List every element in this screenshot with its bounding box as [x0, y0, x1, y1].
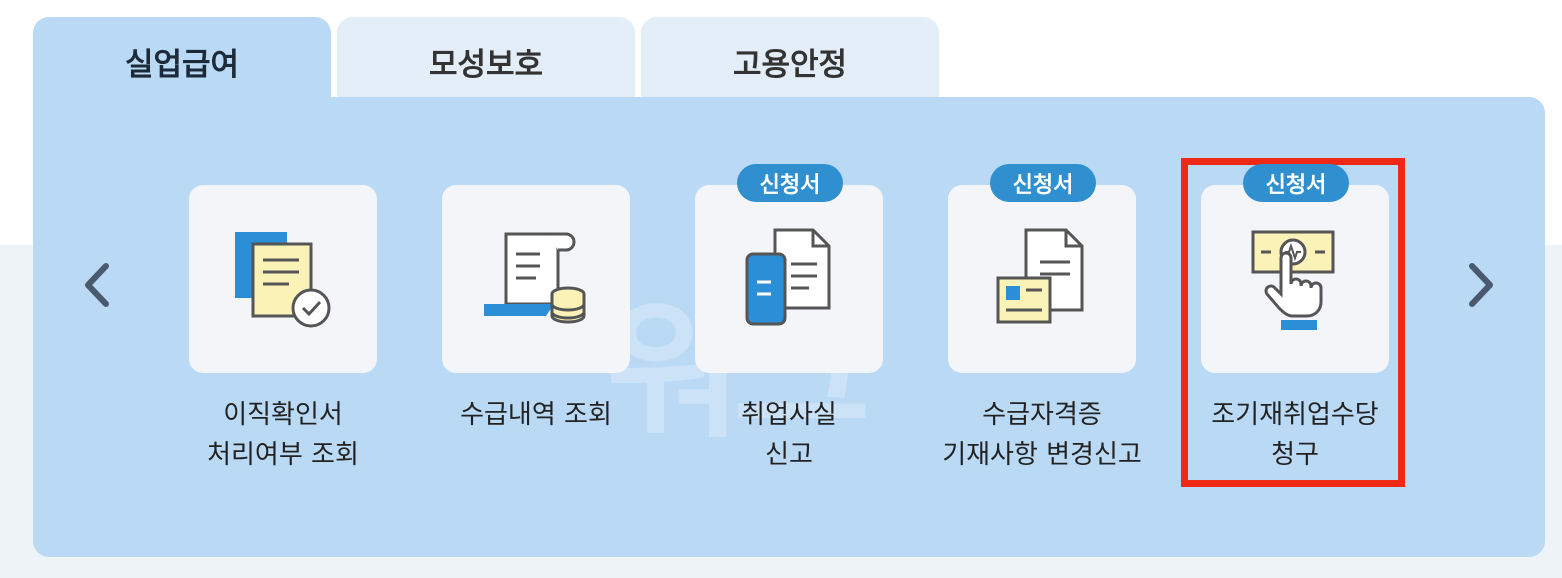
service-card[interactable] [189, 185, 377, 373]
next-button[interactable] [1460, 255, 1500, 315]
prev-button[interactable] [78, 255, 118, 315]
receipt-coins-icon [484, 232, 586, 324]
service-label: 이직확인서 처리여부 조회 [207, 400, 359, 470]
tab-employment-stability[interactable]: 고용안정 [641, 17, 939, 99]
service-card[interactable] [442, 185, 630, 373]
phone-document-icon [745, 228, 831, 326]
service-card[interactable] [695, 185, 883, 373]
service-label: 수급내역 조회 [460, 400, 612, 430]
application-form-badge: 신청서 [737, 164, 843, 202]
tab-unemployment-benefits[interactable]: 실업급여 [33, 17, 331, 107]
service-label: 취업사실 신고 [741, 400, 837, 470]
chevron-right-icon [1469, 263, 1493, 307]
id-document-icon [996, 228, 1084, 324]
chevron-left-icon [85, 263, 109, 307]
hand-money-icon [1251, 230, 1335, 330]
service-label: 조기재취업수당 청구 [1211, 400, 1379, 470]
service-card[interactable] [1201, 185, 1389, 373]
tab-maternity-protection[interactable]: 모성보호 [337, 17, 635, 99]
service-card[interactable] [948, 185, 1136, 373]
application-form-badge: 신청서 [1243, 164, 1349, 202]
application-form-badge: 신청서 [990, 164, 1096, 202]
documents-check-icon [235, 232, 331, 328]
service-label: 수급자격증 기재사항 변경신고 [942, 400, 1142, 470]
